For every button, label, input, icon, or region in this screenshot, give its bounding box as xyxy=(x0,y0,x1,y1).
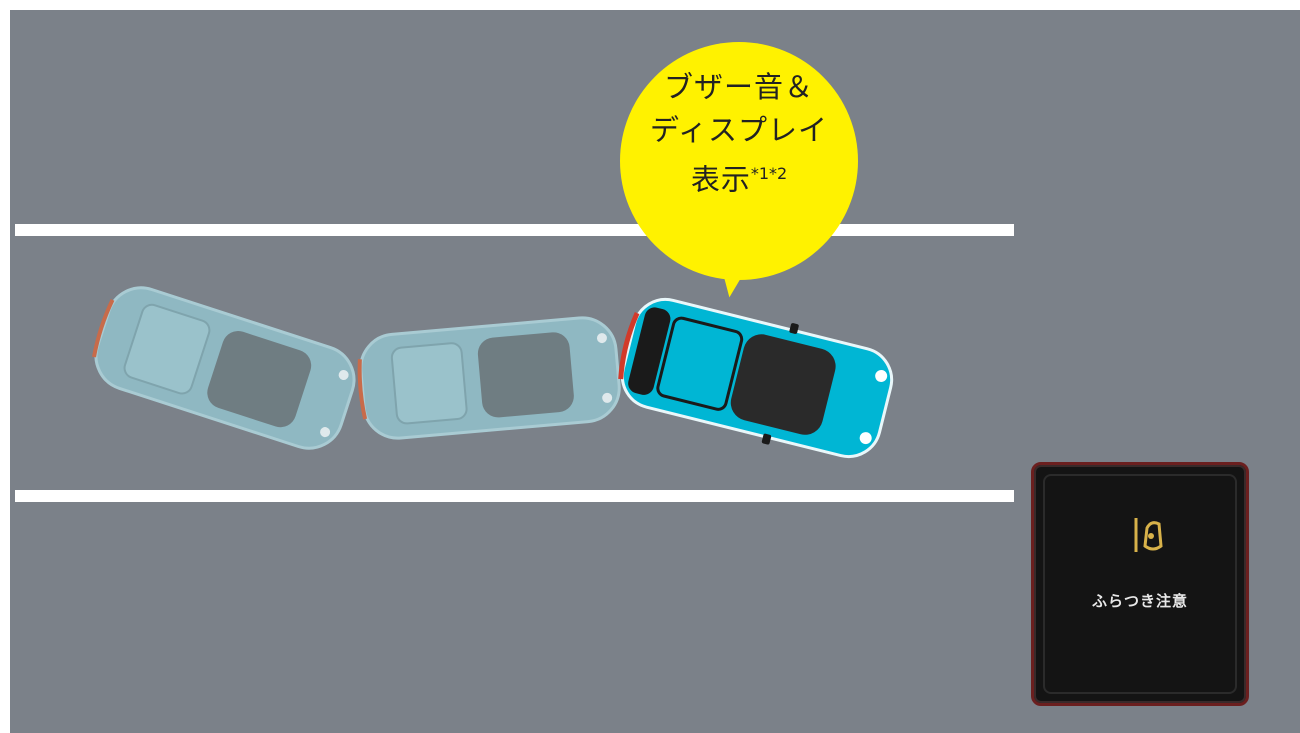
bubble-line-2: ディスプレイ xyxy=(650,113,828,147)
car-ghost-2 xyxy=(357,316,621,440)
bubble-line-3: 表示*1*2 xyxy=(690,162,788,197)
multi-info-display: ふらつき注意 xyxy=(1031,462,1249,706)
alert-bubble-tail xyxy=(703,232,764,302)
display-screen: ふらつき注意 xyxy=(1043,474,1237,694)
car-ghost-1 xyxy=(92,286,356,450)
alert-bubble xyxy=(620,42,858,280)
alert-bubble-text: ブザー音＆ ディスプレイ 表示*1*2 xyxy=(620,66,858,202)
lane-line-bottom xyxy=(15,490,1014,502)
display-warning-text: ふらつき注意 xyxy=(1091,592,1188,610)
lane-sway-warning-icon xyxy=(1134,518,1163,552)
bubble-line-1: ブザー音＆ xyxy=(663,70,814,104)
car-current xyxy=(618,297,894,459)
footnote-marker: *1*2 xyxy=(750,164,788,183)
